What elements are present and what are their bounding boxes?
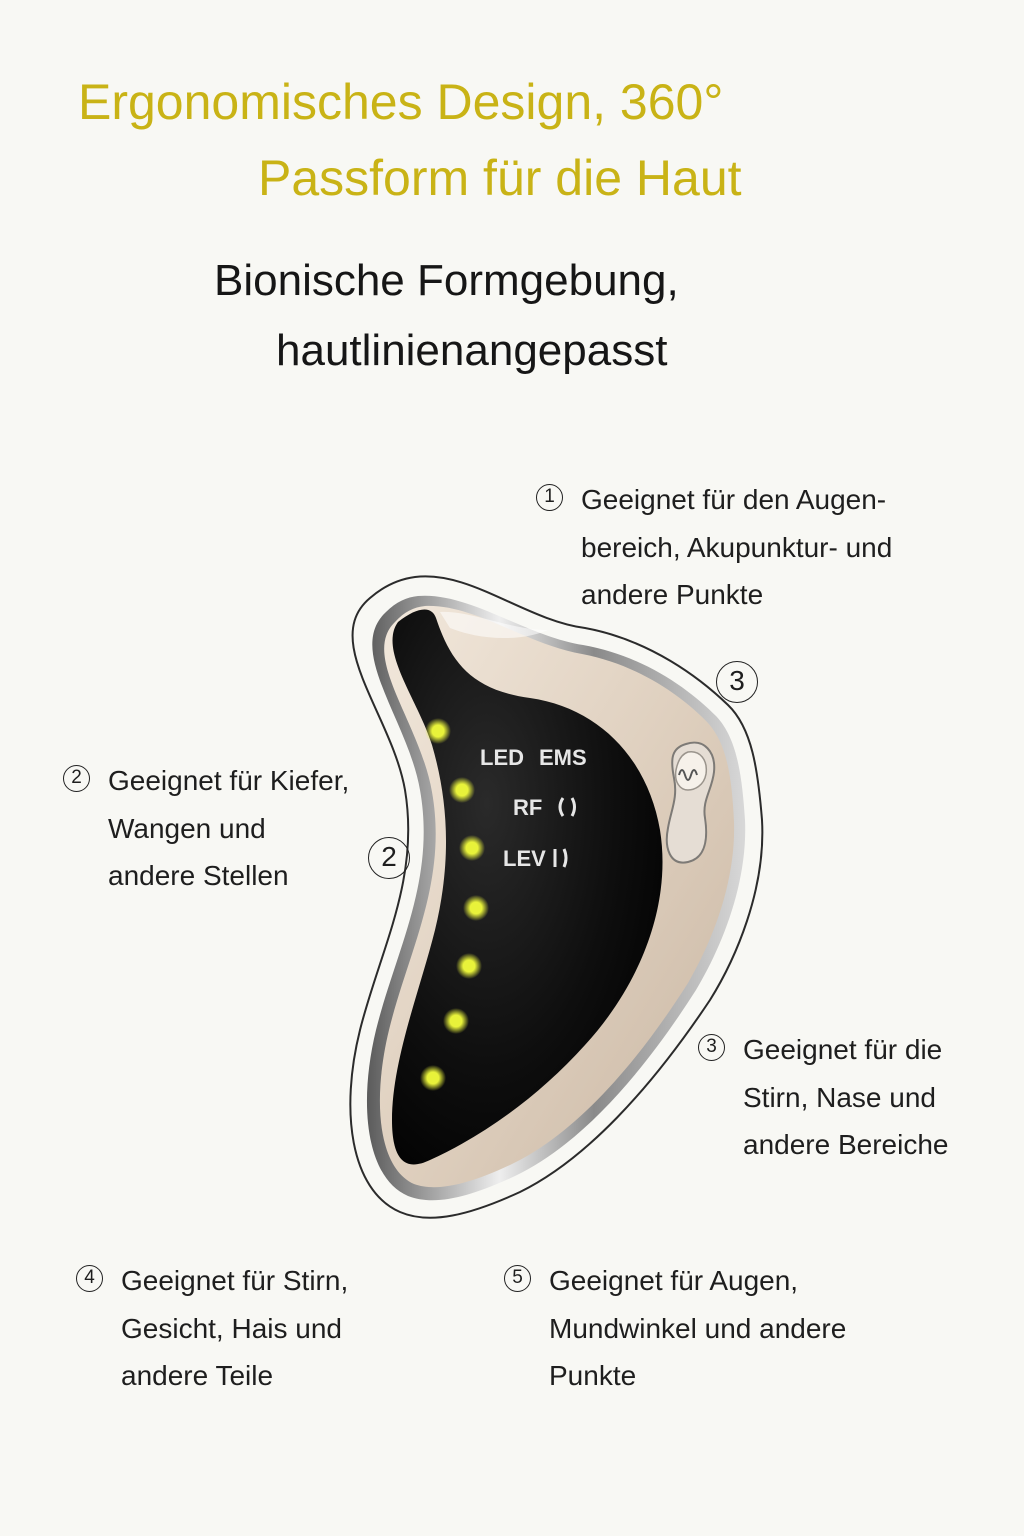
power-button[interactable] [665,741,716,864]
led-dot [432,725,444,737]
note-2-number: 2 [63,765,90,792]
note-3-number: 3 [698,1034,725,1061]
wave-icon [678,769,698,781]
note-1-line-3: andere Punkte [581,579,764,610]
title-line-2: Passform für die Haut [258,150,742,206]
note-2-line-2: Wangen und [108,812,266,844]
callout-3: 3 [716,661,758,703]
rf-label: RF [513,795,542,820]
note-1-line-1: Geeignet für den Augen- [581,484,887,515]
note-2-line-1: Geeignet für Kiefer, [108,765,350,796]
ems-label: EMS [539,745,587,770]
note-5-line-2: Mundwinkel und andere [549,1312,847,1344]
led-dot [466,842,478,854]
note-5-number: 5 [504,1265,531,1292]
lev-label: LEV [503,846,546,871]
note-2-line-3: andere Stellen [108,860,289,891]
subtitle-line-1: Bionische Formgebung, [214,256,679,305]
led-dot [463,960,475,972]
note-1: 1 Geeignet für den Augen- bereich, Akupu… [536,476,892,619]
note-3-line-2: Stirn, Nase und [743,1081,936,1113]
led-column [420,718,489,1091]
callout-2: 2 [368,837,410,879]
rf-wave-icon [558,797,576,817]
led-dot [470,902,482,914]
device-outline [349,575,764,1219]
lev-wave-icon [553,848,568,868]
note-4-number: 4 [76,1265,103,1292]
note-4-line-3: andere Teile [121,1360,274,1391]
note-1-number: 1 [536,484,563,511]
note-5-line-1: Geeignet für Augen, [549,1265,799,1296]
note-1-line-2: bereich, Akupunktur- und [581,531,893,563]
note-4-line-2: Gesicht, Hais und [121,1312,342,1344]
note-5-line-3: Punkte [549,1360,637,1391]
device-highlight [440,611,548,639]
note-5: 5 Geeignet für Augen, Mundwinkel und and… [504,1257,846,1400]
note-3-line-1: Geeignet für die [743,1034,943,1065]
led-dot [450,1015,462,1027]
note-3: 3 Geeignet für die Stirn, Nase und ander… [698,1026,948,1169]
subtitle-line-2: hautlinienangepasst [276,326,668,375]
note-2: 2 Geeignet für Kiefer, Wangen und andere… [63,757,349,900]
led-label: LED [480,745,524,770]
note-4-line-1: Geeignet für Stirn, [121,1265,349,1296]
title-line-1: Ergonomisches Design, 360° [78,74,724,130]
led-dot [456,784,468,796]
note-3-line-3: andere Bereiche [743,1129,949,1160]
note-4: 4 Geeignet für Stirn, Gesicht, Hais und … [76,1257,348,1400]
led-dot [427,1072,439,1084]
